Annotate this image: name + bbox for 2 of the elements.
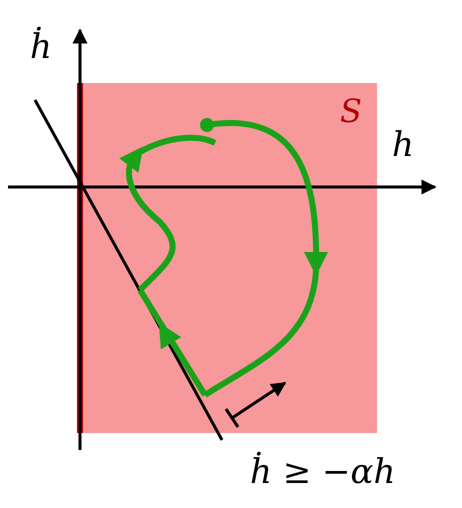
axis-label: h [392,128,414,162]
set-label: S [340,95,362,127]
